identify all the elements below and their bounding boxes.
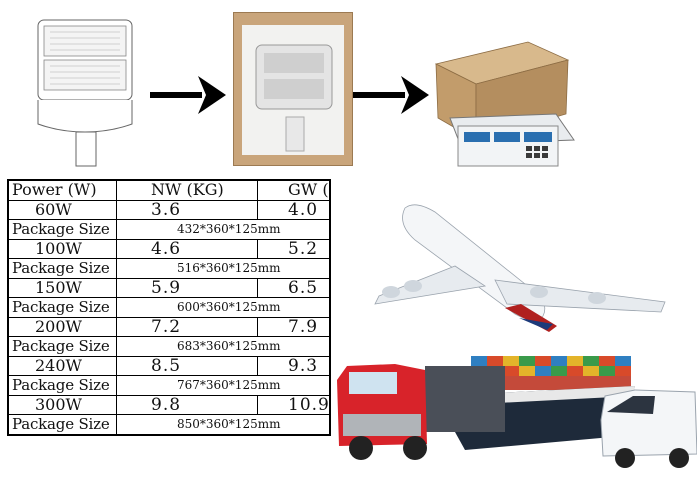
power-cell: 200W (7, 316, 117, 337)
package-size-value: 767*360*125mm (116, 375, 331, 396)
truck-icon (337, 364, 505, 460)
header-nw: NW (KG) (116, 179, 258, 201)
box-on-scale-photo (434, 41, 575, 167)
package-size-label: Package Size (7, 336, 117, 357)
gw-cell: 5.2 (257, 238, 331, 259)
packed-box-photo (233, 12, 353, 166)
package-size-label: Package Size (7, 258, 117, 279)
street-light-drawing (37, 19, 133, 167)
shipping-transport-collage (337, 204, 697, 468)
spec-table: Power (W) NW (KG) GW (KG) 60W3.64.0Packa… (7, 179, 331, 436)
package-size-label: Package Size (7, 414, 117, 435)
nw-cell: 9.8 (116, 394, 258, 415)
nw-cell: 3.6 (116, 199, 258, 220)
package-size-value: 432*360*125mm (116, 219, 331, 240)
package-size-label: Package Size (7, 219, 117, 240)
package-size-value: 683*360*125mm (116, 336, 331, 357)
arrow-right-icon (150, 76, 226, 114)
airplane-icon (374, 204, 666, 332)
header-gw: GW (KG) (257, 179, 331, 201)
nw-cell: 8.5 (116, 355, 258, 376)
nw-cell: 5.9 (116, 277, 258, 298)
gw-cell: 6.5 (257, 277, 331, 298)
package-size-value: 516*360*125mm (116, 258, 331, 279)
gw-cell: 9.3 (257, 355, 331, 376)
packed-light-icon (255, 44, 333, 152)
power-cell: 240W (7, 355, 117, 376)
table-header-row: Power (W) NW (KG) GW (KG) (7, 179, 331, 201)
van-icon (600, 389, 697, 468)
power-cell: 100W (7, 238, 117, 259)
nw-cell: 7.2 (116, 316, 258, 337)
nw-cell: 4.6 (116, 238, 258, 259)
power-cell: 300W (7, 394, 117, 415)
package-size-label: Package Size (7, 375, 117, 396)
package-size-value: 600*360*125mm (116, 297, 331, 318)
arrow-right-icon (353, 76, 429, 114)
gw-cell: 7.9 (257, 316, 331, 337)
header-power: Power (W) (7, 179, 117, 201)
gw-cell: 4.0 (257, 199, 331, 220)
gw-cell: 10.9 (257, 394, 331, 415)
power-cell: 150W (7, 277, 117, 298)
package-size-value: 850*360*125mm (116, 414, 331, 435)
foam-insert (242, 25, 344, 155)
power-cell: 60W (7, 199, 117, 220)
package-size-label: Package Size (7, 297, 117, 318)
